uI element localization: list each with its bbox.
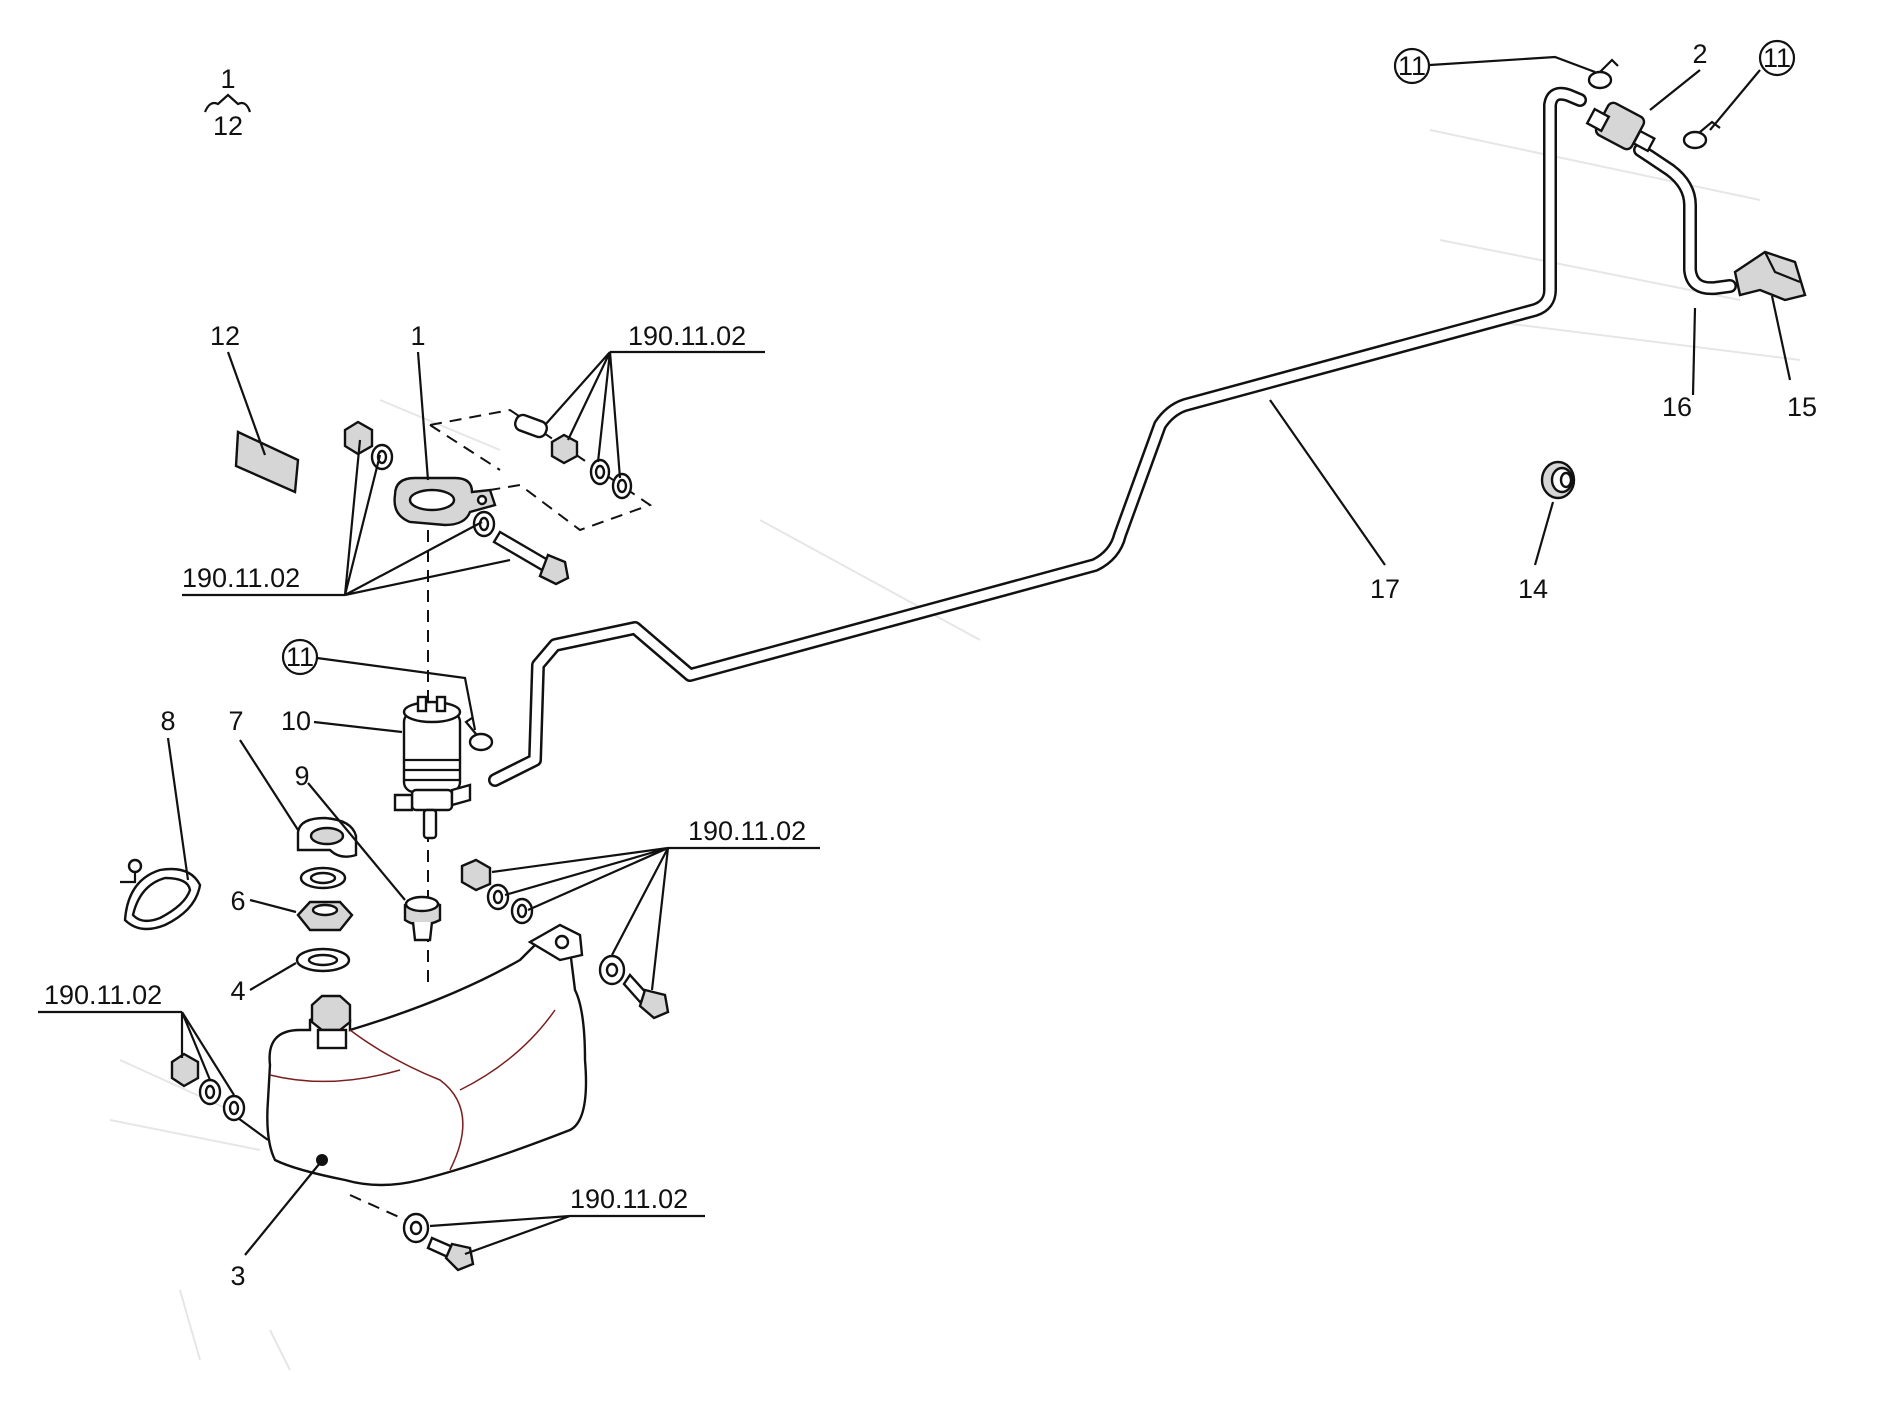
callout-11-a: 11	[1398, 51, 1426, 81]
reference-label-c: 190.11.02	[688, 816, 806, 846]
reference-label-d: 190.11.02	[44, 980, 162, 1010]
grommet-14	[1540, 460, 1576, 500]
callout-15: 15	[1787, 392, 1817, 422]
callout-14: 14	[1518, 574, 1548, 604]
reference-label-e: 190.11.02	[570, 1184, 688, 1214]
nut-6	[296, 900, 354, 932]
washer-ring-upper	[299, 866, 347, 890]
hose-clamp-11-top-left	[1587, 58, 1619, 90]
check-valve-2	[1585, 101, 1656, 153]
callout-12: 12	[210, 321, 240, 351]
group-label-top: 1	[220, 64, 235, 94]
washer-pump-10	[393, 695, 472, 840]
washer-nozzle-15	[1733, 250, 1807, 302]
washer-tube-16	[1633, 143, 1737, 296]
hose-clamp-11-pump	[464, 717, 494, 752]
callout-10: 10	[281, 706, 311, 736]
callout-16: 16	[1662, 392, 1692, 422]
tank-fasteners-left	[170, 1052, 246, 1122]
reference-label-b: 190.11.02	[182, 563, 300, 593]
callout-circle-11-a	[1393, 47, 1431, 85]
callout-3: 3	[230, 1261, 245, 1291]
callout-1: 1	[410, 321, 425, 351]
group-label-bottom: 12	[213, 111, 243, 141]
callout-11-b: 11	[1763, 43, 1791, 73]
callout-7: 7	[228, 706, 243, 736]
seal-ring-8	[120, 858, 202, 931]
tank-fasteners-bottom	[349, 1194, 475, 1272]
tank-fasteners-right	[460, 858, 670, 1020]
callout-2: 2	[1692, 39, 1707, 69]
callout-8: 8	[160, 706, 175, 736]
callout-9: 9	[294, 761, 309, 791]
background-ghost-lines	[109, 129, 1801, 1371]
callout-circle-11-b	[1758, 39, 1796, 77]
bracket-1-assembly	[343, 408, 653, 586]
callout-6: 6	[230, 886, 245, 916]
washer-4	[295, 947, 351, 973]
grommet-9	[403, 895, 442, 942]
callout-4: 4	[230, 976, 245, 1006]
leader-lines	[38, 55, 1792, 1256]
washer-tube-17	[488, 86, 1587, 787]
callout-17: 17	[1370, 574, 1400, 604]
hose-clamp-11-top-right	[1682, 120, 1721, 150]
fluid-tank-3	[266, 923, 588, 1187]
cap-7	[296, 816, 358, 858]
callout-11-c: 11	[286, 642, 314, 672]
reference-label-a: 190.11.02	[628, 321, 746, 351]
plate-12	[234, 430, 300, 494]
callout-circle-11-c	[281, 638, 319, 676]
